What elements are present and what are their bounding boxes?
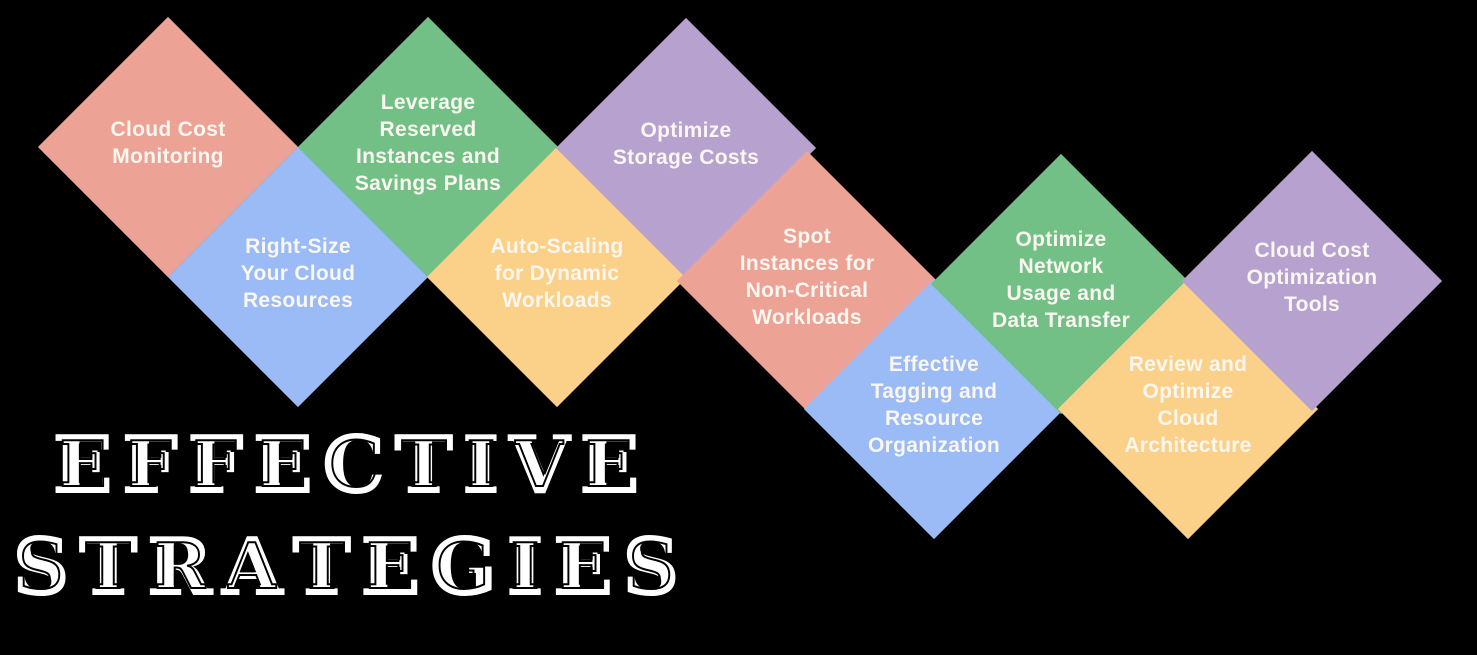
label-line: Resources <box>242 288 354 312</box>
label-line: Architecture <box>1124 434 1252 457</box>
label-line: Review and <box>1128 353 1248 376</box>
diamond-label: Auto-Scaling for Dynamic Workloads <box>439 155 675 391</box>
diamond-optimize-storage-costs: Optimize Storage Costs <box>555 17 817 279</box>
label-line: Monitoring <box>112 145 224 168</box>
diamond-label: Cloud Cost Monitoring <box>50 25 286 261</box>
label-line: Optimize <box>1142 380 1234 403</box>
diamond-label: Effective Tagging and Resource Organizat… <box>816 287 1052 523</box>
diamond-effective-tagging-resource-organization: Effective Tagging and Resource Organizat… <box>803 278 1065 540</box>
label-line: Data Transfer <box>991 309 1131 332</box>
label-line: Spot <box>783 225 831 248</box>
label-line: Cloud Cost <box>1254 238 1370 262</box>
diamond-label: Review and Optimize Cloud Architecture <box>1070 287 1306 523</box>
diamond-review-optimize-cloud-architecture: Review and Optimize Cloud Architecture <box>1057 278 1319 540</box>
label-line: Network <box>1018 255 1104 278</box>
diamond-leverage-reserved-instances: Leverage Reserved Instances and Savings … <box>297 16 559 278</box>
diamond-spot-instances-non-critical: Spot Instances for Non-Critical Workload… <box>676 150 938 412</box>
label-line: Your Cloud <box>240 261 356 285</box>
label-line: Resource <box>884 407 984 430</box>
diamond-right-size-cloud-resources: Right-Size Your Cloud Resources <box>167 146 429 408</box>
diamond-cloud-cost-optimization-tools: Cloud Cost Optimization Tools <box>1181 150 1443 412</box>
diamond-label: Optimize Storage Costs <box>568 26 804 262</box>
label-line: Storage Costs <box>612 146 760 169</box>
label-line: Non-Critical <box>745 279 869 302</box>
label-line: Cloud Cost <box>110 118 226 141</box>
label-line: Right-Size <box>245 234 351 258</box>
diamond-label: Spot Instances for Non-Critical Workload… <box>689 159 925 395</box>
label-line: Leverage <box>380 91 476 114</box>
label-line: Workloads <box>752 306 862 329</box>
label-line: Instances for <box>739 252 875 275</box>
label-line: Tools <box>1284 292 1340 316</box>
diamond-label: Right-Size Your Cloud Resources <box>180 155 416 391</box>
label-line: Usage and <box>1006 282 1116 305</box>
label-line: Optimize <box>640 119 732 142</box>
diamond-label: Cloud Cost Optimization Tools <box>1194 159 1430 395</box>
label-line: Optimization <box>1246 265 1378 289</box>
label-line: Effective <box>888 353 980 376</box>
label-line: Optimize <box>1015 228 1107 251</box>
label-line: Cloud <box>1157 407 1219 430</box>
label-line: Auto-Scaling <box>490 234 624 258</box>
diamond-optimize-network-usage-data-transfer: Optimize Network Usage and Data Transfer <box>930 153 1192 415</box>
label-line: Reserved <box>379 118 477 141</box>
diamond-label: Leverage Reserved Instances and Savings … <box>310 25 546 261</box>
label-line: for Dynamic <box>494 261 620 285</box>
label-line: Instances and <box>356 145 500 168</box>
label-line: Workloads <box>502 288 612 312</box>
label-line: Savings Plans <box>354 172 502 195</box>
label-line: Organization <box>868 434 1000 457</box>
label-line: Tagging and <box>870 380 998 403</box>
diamond-label: Optimize Network Usage and Data Transfer <box>943 162 1179 398</box>
diamond-cloud-cost-monitoring: Cloud Cost Monitoring <box>37 16 299 278</box>
diamond-auto-scaling-dynamic-workloads: Auto-Scaling for Dynamic Workloads <box>426 146 688 408</box>
